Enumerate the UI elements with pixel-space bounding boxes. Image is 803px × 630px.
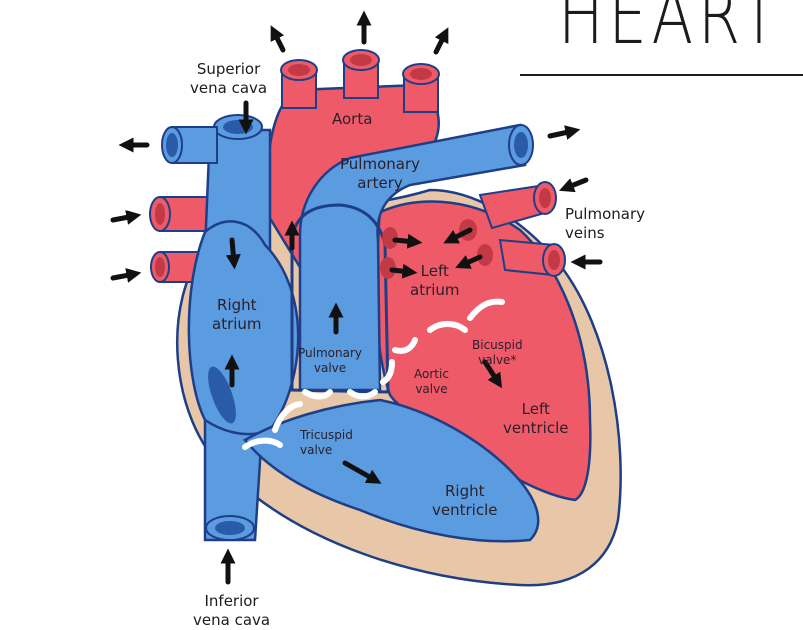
label-left-ventricle-line2: ventricle bbox=[503, 419, 569, 437]
label-inferior-vena-cava-line2: vena cava bbox=[193, 611, 271, 629]
label-tricuspid-valve-line1: Tricuspid bbox=[300, 428, 353, 442]
label-left-ventricle: Left ventricle bbox=[503, 400, 568, 438]
label-aortic-valve-line2: valve bbox=[415, 382, 448, 396]
label-right-atrium-line1: Right bbox=[217, 296, 257, 314]
label-inferior-vena-cava: Inferior vena cava bbox=[193, 592, 270, 630]
label-tricuspid-valve-line2: valve bbox=[300, 443, 333, 457]
label-aorta-text: Aorta bbox=[332, 110, 373, 128]
label-pulmonary-veins-line1: Pulmonary bbox=[565, 205, 645, 223]
label-right-atrium: Right atrium bbox=[212, 296, 262, 334]
page-title: HEART bbox=[558, 0, 783, 62]
label-superior-vena-cava-line1: Superior bbox=[196, 60, 261, 78]
label-pulmonary-veins: Pulmonary veins bbox=[565, 205, 645, 243]
title-underline bbox=[520, 74, 803, 76]
label-left-ventricle-line1: Left bbox=[521, 400, 550, 418]
label-right-atrium-line2: atrium bbox=[212, 315, 262, 333]
label-aorta: Aorta bbox=[332, 110, 372, 129]
label-pulmonary-artery-line1: Pulmonary bbox=[340, 155, 420, 173]
flow-arrows bbox=[110, 10, 603, 585]
label-pulmonary-valve-line2: valve bbox=[313, 361, 347, 375]
label-pulmonary-veins-line2: veins bbox=[565, 224, 605, 242]
pulmonary-artery bbox=[290, 123, 534, 394]
label-left-atrium: Left atrium bbox=[410, 262, 460, 300]
label-bicuspid-valve-line1: Bicuspid bbox=[472, 338, 523, 352]
label-tricuspid-valve: Tricuspid valve bbox=[300, 428, 353, 458]
title-area: HEART bbox=[520, 0, 803, 78]
label-inferior-vena-cava-line1: Inferior bbox=[204, 592, 259, 610]
label-right-ventricle-line1: Right bbox=[444, 482, 485, 500]
label-bicuspid-valve: Bicuspid valve* bbox=[472, 338, 523, 368]
label-left-atrium-line2: atrium bbox=[410, 281, 460, 299]
label-pulmonary-artery: Pulmonary artery bbox=[340, 155, 420, 193]
label-superior-vena-cava: Superior vena cava bbox=[190, 60, 267, 98]
valves bbox=[242, 298, 505, 450]
label-pulmonary-artery-line2: artery bbox=[357, 174, 403, 192]
label-left-atrium-line1: Left bbox=[420, 262, 449, 280]
pulmonary-veins bbox=[478, 181, 566, 277]
pulmonary-artery-branch-left bbox=[161, 126, 218, 164]
label-aortic-valve: Aortic valve bbox=[414, 367, 449, 397]
label-right-ventricle-line2: ventricle bbox=[432, 501, 498, 519]
label-right-ventricle: Right ventricle bbox=[432, 482, 497, 520]
label-superior-vena-cava-line2: vena cava bbox=[190, 79, 268, 97]
coronary-sinus bbox=[208, 366, 236, 424]
label-pulmonary-valve-line1: Pulmonary bbox=[298, 346, 362, 360]
label-pulmonary-valve: Pulmonary valve bbox=[298, 346, 362, 376]
right-ventricle bbox=[243, 398, 540, 543]
label-aortic-valve-line1: Aortic bbox=[414, 367, 449, 381]
label-bicuspid-valve-line2: valve* bbox=[478, 353, 517, 367]
